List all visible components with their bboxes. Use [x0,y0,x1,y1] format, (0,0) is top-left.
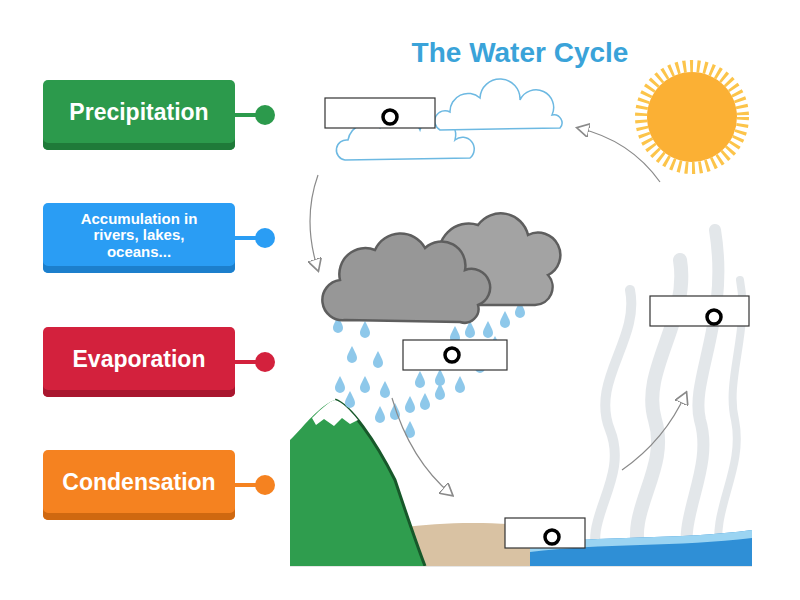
label-tile: Evaporation [43,327,235,397]
cloud [435,79,562,130]
steam-wisp [595,290,631,560]
sun-rays [641,66,743,168]
diagram-title: The Water Cycle [400,36,640,70]
answer-slot [505,518,585,548]
mountain-edge [335,400,425,566]
steam [595,230,742,560]
pin-dot [255,352,275,372]
pin-dot [255,475,275,495]
tile-label: Evaporation [73,346,206,374]
answer-slot [650,296,749,326]
slot-pin [383,110,397,124]
answer-slot [325,98,435,128]
label-tile: Condensation [43,450,235,520]
label-tile: Precipitation [43,80,235,150]
answer-slot [403,340,507,370]
raindrop [335,376,345,393]
tile-label: Accumulation in rivers, lakes, oceans... [74,211,204,261]
answer-slots [325,98,749,548]
raindrop [380,381,390,398]
slot-pin [445,348,459,362]
pin-dot [255,228,275,248]
cycle-arrow [392,398,452,495]
rain-cloud [322,234,490,323]
cycle-arrow [622,393,686,470]
slot-pin [707,310,721,324]
slot-pin [545,530,559,544]
raindrop [373,351,383,368]
tile-label: Precipitation [69,99,208,127]
raindrop [500,311,510,328]
sun [647,72,737,162]
cycle-arrow [310,175,318,270]
raindrop [415,371,425,388]
steam-wisp [687,230,719,560]
raindrop [347,346,357,363]
raindrop [483,321,493,338]
mountain [290,400,425,566]
raindrop [420,393,430,410]
cycle-arrow [578,128,660,182]
label-tile: Accumulation in rivers, lakes, oceans... [43,203,235,273]
tile-pins [234,105,275,495]
raindrop [345,391,355,408]
cycle-arrows [310,128,686,495]
raindrop [405,396,415,413]
raindrop [435,383,445,400]
scene-baseline [290,566,752,567]
raindrop [455,376,465,393]
pin-dot [255,105,275,125]
raindrop [375,406,385,423]
raindrop [360,321,370,338]
tile-label: Condensation [62,469,215,497]
raindrop [360,376,370,393]
